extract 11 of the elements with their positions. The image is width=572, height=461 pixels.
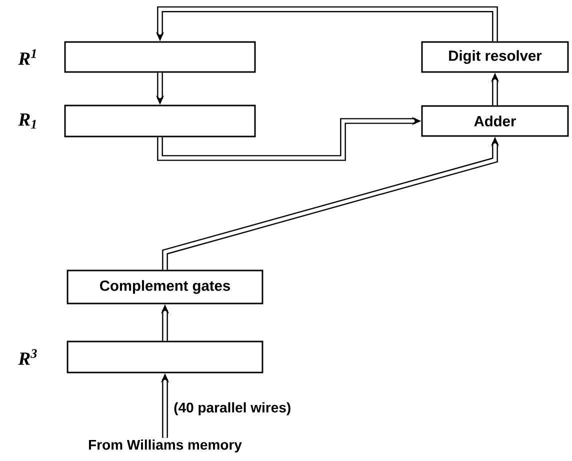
unit-box: Adder [421, 105, 569, 137]
source-label: From Williams memory [89, 439, 242, 453]
register-label: R$^{1}$ [18, 49, 36, 65]
register-box [66, 340, 264, 374]
register-box [64, 104, 256, 138]
edge-label: (40 parallel wires) [174, 402, 290, 416]
register-box [64, 41, 256, 73]
register-label: R$_{1}$ [18, 113, 36, 129]
unit-box: Complement gates [66, 270, 264, 304]
register-label: R$^{3}$ [18, 349, 37, 365]
unit-box: Digit resolver [421, 41, 569, 73]
